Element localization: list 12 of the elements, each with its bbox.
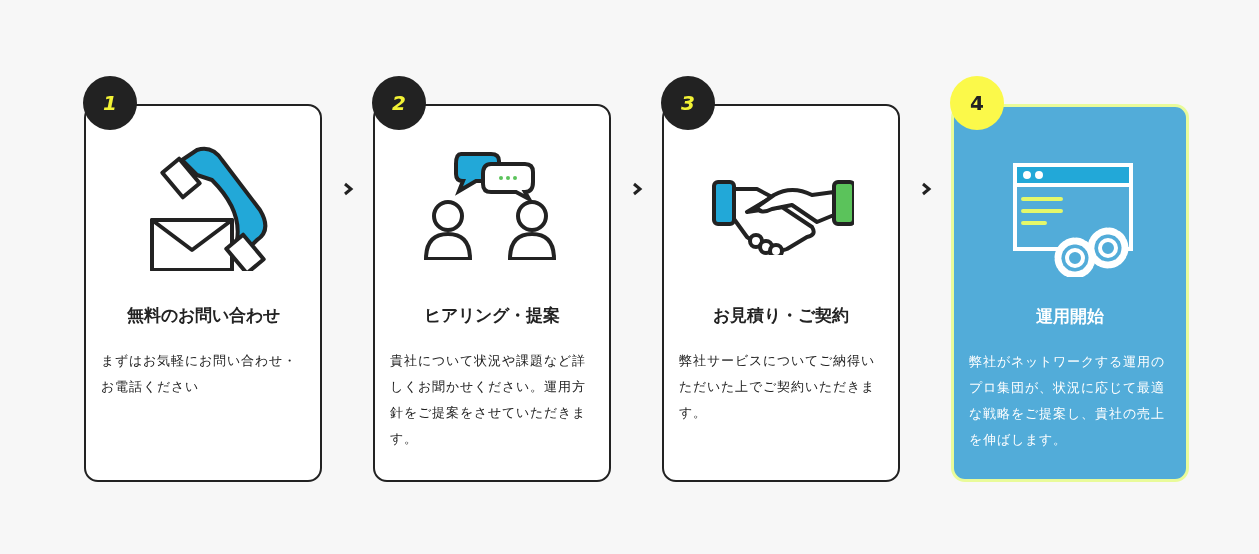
- step-description: 貴社について状況や課題など詳しくお聞かせください。運用方針をご提案をさせていただきます。: [390, 352, 587, 448]
- step-description: まずはお気軽にお問い合わせ・お電話ください: [101, 352, 298, 396]
- step-number-circle: 3: [661, 76, 715, 130]
- step-description: 弊社サービスについてご納得いただいた上でご契約いただきます。: [679, 352, 876, 422]
- step-number-circle: 1: [83, 76, 137, 130]
- step-heading: ヒアリング・提案: [423, 304, 561, 327]
- step-number-circle: 2: [372, 76, 426, 130]
- step-description: 弊社がネットワークする運用のプロ集団が、状況に応じて最適な戦略をご提案し、貴社の売上を伸ばします。: [969, 353, 1166, 449]
- step-heading: お見積り・ご契約: [712, 304, 850, 327]
- step-heading: 無料のお問い合わせ: [125, 304, 281, 327]
- step-heading: 運用開始: [1035, 305, 1105, 328]
- step-number-circle: 4: [950, 76, 1004, 130]
